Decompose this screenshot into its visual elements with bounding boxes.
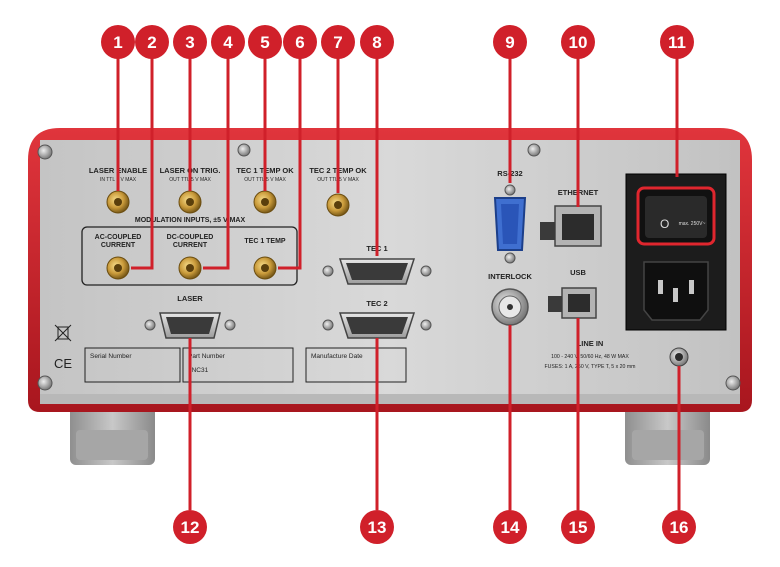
sma-connector[interactable] bbox=[253, 256, 277, 280]
ground-terminal[interactable] bbox=[669, 347, 689, 367]
rs232-connector[interactable] bbox=[493, 184, 527, 264]
svg-text:14: 14 bbox=[501, 518, 520, 537]
usb-port[interactable] bbox=[548, 287, 597, 319]
power-switch[interactable]: O bbox=[645, 196, 707, 238]
serial-number-label: Serial Number bbox=[90, 353, 132, 360]
svg-text:9: 9 bbox=[505, 33, 514, 52]
modulation-group-frame bbox=[81, 226, 298, 286]
part-number-value: LNC31 bbox=[188, 367, 209, 374]
dc-coupled-label: DC-COUPLED bbox=[167, 234, 214, 241]
svg-text:5: 5 bbox=[260, 33, 269, 52]
laser-connector-label: LASER bbox=[177, 294, 203, 303]
corner-screw bbox=[37, 143, 741, 391]
svg-text:10: 10 bbox=[569, 33, 588, 52]
laser-dsub-connector[interactable] bbox=[144, 312, 236, 339]
callout-3: 3 bbox=[173, 25, 207, 59]
tec2-connector-label: TEC 2 bbox=[366, 299, 387, 308]
tec1-temp-label: TEC 1 TEMP bbox=[244, 238, 286, 245]
tec2-dsub-connector[interactable] bbox=[322, 312, 432, 339]
callout-2: 2 bbox=[135, 25, 169, 59]
left-foot bbox=[70, 395, 155, 465]
callout-lines bbox=[116, 58, 681, 510]
line-spec-1: 100 - 240 V, 50/60 Hz, 48 W MAX bbox=[551, 354, 629, 360]
svg-text:12: 12 bbox=[181, 518, 200, 537]
callout-14: 14 bbox=[493, 510, 527, 544]
fuse-rating-label: max. 250V~ bbox=[679, 221, 706, 227]
sma-connector[interactable] bbox=[326, 193, 350, 217]
line-spec-2: FUSES: 1 A, 250 V, TYPE T, 5 x 20 mm bbox=[544, 364, 635, 370]
callout-16: 16 bbox=[662, 510, 696, 544]
right-foot bbox=[625, 395, 710, 465]
weee-bin-icon bbox=[54, 324, 72, 342]
ac-coupled-label: AC-COUPLED bbox=[95, 234, 142, 241]
svg-text:3: 3 bbox=[185, 33, 194, 52]
part-number-box bbox=[182, 347, 294, 383]
sma-connector[interactable] bbox=[106, 190, 130, 214]
ac-coupled-current-label: CURRENT bbox=[101, 242, 136, 249]
callout-1: 1 bbox=[101, 25, 135, 59]
callout-13: 13 bbox=[360, 510, 394, 544]
modulation-inputs-title: MODULATION INPUTS, ±5 V MAX bbox=[135, 217, 246, 224]
power-off-symbol: O bbox=[660, 217, 669, 231]
svg-text:8: 8 bbox=[372, 33, 381, 52]
callout-15: 15 bbox=[561, 510, 595, 544]
svg-text:11: 11 bbox=[668, 33, 686, 52]
sma-connector[interactable] bbox=[178, 256, 202, 280]
tec1-dsub-connector[interactable] bbox=[322, 258, 432, 285]
serial-number-box bbox=[84, 347, 181, 383]
callout-5: 5 bbox=[248, 25, 282, 59]
callout-9: 9 bbox=[493, 25, 527, 59]
callout-11: 11 bbox=[660, 25, 694, 59]
callout-7: 7 bbox=[321, 25, 355, 59]
manufacture-date-box bbox=[305, 347, 407, 383]
svg-text:2: 2 bbox=[147, 33, 156, 52]
callout-4: 4 bbox=[211, 25, 245, 59]
iec-power-socket[interactable] bbox=[643, 261, 709, 321]
svg-text:4: 4 bbox=[223, 33, 233, 52]
interlock-bnc-connector[interactable] bbox=[491, 288, 529, 326]
part-number-label: Part Number bbox=[188, 353, 226, 360]
manufacture-date-label: Manufacture Date bbox=[311, 353, 363, 360]
svg-text:13: 13 bbox=[368, 518, 387, 537]
ethernet-port[interactable] bbox=[540, 205, 602, 247]
dc-coupled-current-label: CURRENT bbox=[173, 242, 208, 249]
usb-label: USB bbox=[570, 268, 586, 277]
callout-10: 10 bbox=[561, 25, 595, 59]
svg-text:6: 6 bbox=[295, 33, 304, 52]
sma-connector[interactable] bbox=[178, 190, 202, 214]
svg-text:7: 7 bbox=[333, 33, 342, 52]
line-in-label: LINE IN bbox=[577, 339, 604, 348]
svg-text:16: 16 bbox=[670, 518, 689, 537]
callout-8: 8 bbox=[360, 25, 394, 59]
svg-text:15: 15 bbox=[569, 518, 588, 537]
callout-6: 6 bbox=[283, 25, 317, 59]
callout-12: 12 bbox=[173, 510, 207, 544]
ce-mark: CE bbox=[54, 356, 72, 371]
sma-connector[interactable] bbox=[253, 190, 277, 214]
sma-connector[interactable] bbox=[106, 256, 130, 280]
svg-text:1: 1 bbox=[113, 33, 122, 52]
interlock-label: INTERLOCK bbox=[488, 272, 532, 281]
